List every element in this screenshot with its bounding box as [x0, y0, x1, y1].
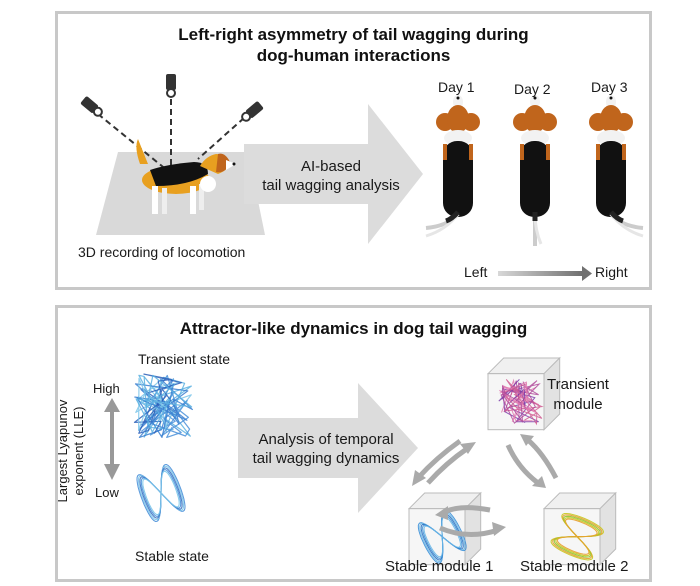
arrow-right-icon: [582, 266, 592, 281]
panel-title-line1: Left-right asymmetry of tail wagging dur…: [178, 25, 529, 44]
day-label-3: Day 3: [591, 79, 628, 95]
stable-module-1-label: Stable module 1: [385, 558, 494, 575]
beagle-top-view-group: [425, 95, 644, 247]
beagle-top-view-icon: [589, 95, 644, 238]
day-label-2: Day 2: [514, 81, 551, 97]
panel-tail-asymmetry: Left-right asymmetry of tail wagging dur…: [55, 11, 652, 290]
arrowhead-icon: [412, 470, 426, 486]
stable-state-trace: [136, 463, 186, 523]
camera-ray-right: [197, 117, 245, 160]
lle-axis-label-line1: Largest Lyapunov: [55, 399, 70, 503]
transient-module-label-line1: Transient: [547, 376, 609, 393]
arrow-text-line1: AI-based: [300, 158, 362, 175]
analysis-arrow: [244, 104, 423, 244]
arrow-up-icon: [104, 398, 120, 412]
lle-high-label: High: [93, 381, 120, 396]
arrow-text-line1: Analysis of temporal: [258, 431, 394, 448]
camera-icon: [241, 101, 264, 122]
transition-arrow: [426, 445, 470, 485]
transient-state-trace: [133, 373, 193, 438]
transition-arrow: [505, 443, 540, 485]
trajectory-line: [142, 470, 180, 516]
recording-illustration: [80, 74, 644, 281]
arrowhead-icon: [532, 476, 546, 488]
arrow-text-line2: tail wagging analysis: [262, 177, 400, 194]
transition-arrows: [416, 438, 559, 537]
lle-low-label: Low: [95, 485, 119, 500]
scale-left-label: Left: [464, 264, 488, 280]
transient-state-label: Transient state: [138, 351, 231, 367]
transition-arrow: [439, 525, 499, 537]
trajectory-line: [140, 400, 189, 438]
scale-right-label: Right: [595, 264, 628, 280]
beagle-top-view-icon: [513, 95, 557, 247]
panel-title-line2: dog-human interactions: [256, 46, 451, 65]
arrowhead-icon: [520, 434, 534, 446]
trajectory-line: [501, 379, 543, 426]
left-right-gradient-bar: [498, 271, 582, 276]
stable-module-2-label: Stable module 2: [520, 558, 629, 575]
recording-caption: 3D recording of locomotion: [78, 244, 246, 260]
beagle-top-view-icon: [425, 95, 480, 238]
arrowhead-icon: [435, 506, 448, 520]
transient-module-label-line2: module: [553, 396, 603, 413]
arrow-text-line2: tail wagging dynamics: [252, 450, 400, 467]
trajectory-line: [556, 518, 598, 555]
trajectory-line: [135, 374, 193, 433]
transient-module-cube: [486, 356, 561, 431]
stable-state-label: Stable state: [135, 548, 209, 564]
trajectory-line: [501, 385, 524, 424]
stable-module-2-cube: [542, 491, 617, 566]
panel-attractor-dynamics: Attractor-like dynamics in dog tail wagg…: [55, 305, 652, 582]
arrow-down-icon: [104, 464, 120, 480]
camera-icon: [80, 96, 103, 117]
transient-module-label: Transient module: [538, 375, 618, 415]
camera-icon: [166, 74, 176, 98]
day-label-1: Day 1: [438, 79, 475, 95]
arrowhead-icon: [460, 442, 476, 454]
panel-title: Attractor-like dynamics in dog tail wagg…: [179, 319, 528, 338]
lle-axis-label: Largest Lyapunov exponent (LLE): [55, 386, 87, 516]
dynamics-illustration: [104, 356, 617, 566]
analysis-arrow: [238, 383, 418, 513]
beagle-side-icon: [136, 139, 236, 214]
camera-ray-left: [97, 113, 169, 172]
lle-axis-label-line2: exponent (LLE): [71, 406, 86, 496]
trajectory-line: [503, 385, 544, 412]
arrowhead-icon: [492, 522, 506, 536]
transition-arrow: [526, 438, 559, 480]
